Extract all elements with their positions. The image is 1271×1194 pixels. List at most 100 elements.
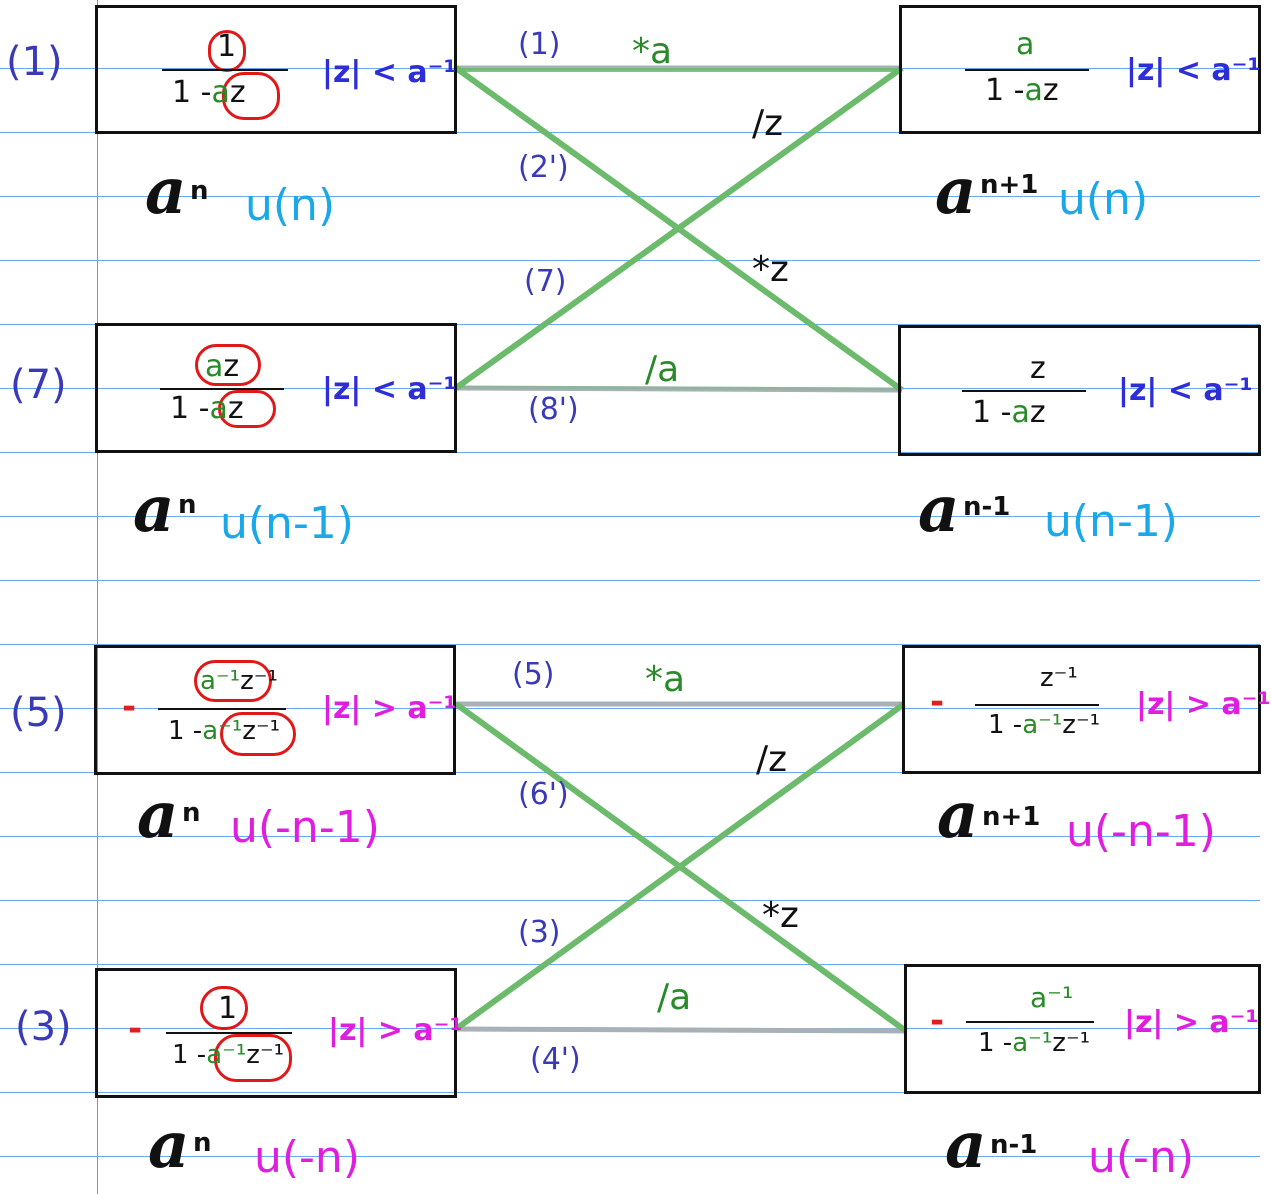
roc-label: |z| < a⁻¹ <box>322 372 457 407</box>
edge-label: (1) <box>518 27 561 62</box>
sequence-base: a <box>935 154 977 229</box>
step-function: u(n) <box>1058 174 1149 225</box>
ruled-line <box>0 1092 1260 1093</box>
denominator-prefix: 1 - <box>172 75 212 110</box>
edge-label: (7) <box>524 264 567 299</box>
step-function: u(n-1) <box>220 498 354 549</box>
denominator-z: z <box>229 75 246 110</box>
transform-box <box>899 5 1261 134</box>
step-function: u(-n) <box>254 1132 360 1183</box>
sequence-base: a <box>945 1108 987 1183</box>
equation-label: (3) <box>15 1004 72 1050</box>
denominator-a: a <box>1011 395 1030 430</box>
sequence-exponent: n-1 <box>990 1130 1038 1160</box>
equation-label: (5) <box>10 690 67 736</box>
sequence-base: a <box>918 472 960 547</box>
operation-label: *z <box>752 249 789 290</box>
ruled-line <box>0 644 1260 645</box>
sequence-exponent: n <box>178 490 197 520</box>
minus-sign: - <box>930 1001 945 1041</box>
denominator-prefix: 1 - <box>168 716 203 746</box>
minus-sign: - <box>128 1009 143 1049</box>
denominator-z: z⁻¹ <box>1062 710 1101 740</box>
edge-label: (3) <box>518 915 561 950</box>
fraction-bar <box>166 1032 292 1034</box>
highlight-ring <box>222 72 280 120</box>
denominator-prefix: 1 - <box>988 710 1023 740</box>
highlight-ring <box>194 660 272 702</box>
equation-label: (7) <box>10 362 67 408</box>
equation-label: (1) <box>6 39 63 85</box>
step-function: u(n-1) <box>1044 496 1178 547</box>
denominator-prefix: 1 - <box>985 73 1025 108</box>
denominator-a: a <box>209 391 228 426</box>
sequence-exponent: n+1 <box>980 170 1039 200</box>
fraction-bar <box>158 708 286 710</box>
fraction-bar <box>162 69 288 71</box>
transform-box <box>95 323 457 453</box>
denominator-prefix: 1 - <box>172 1040 207 1070</box>
fraction-bar <box>975 704 1099 706</box>
transform-box <box>898 325 1261 456</box>
operation-label: *z <box>762 895 799 936</box>
denominator-prefix: 1 - <box>972 395 1012 430</box>
ruled-line <box>0 452 1260 453</box>
numerator-a: a <box>205 349 224 384</box>
edge-bottom-diagonal-up <box>454 701 906 1032</box>
roc-label: |z| < a⁻¹ <box>1118 373 1253 408</box>
sequence-exponent: n+1 <box>982 802 1041 832</box>
edge-label: (2') <box>518 150 569 185</box>
sequence-exponent: n <box>190 176 209 206</box>
edge-bottom-horizontal-2 <box>455 1026 907 1034</box>
step-function: u(n) <box>245 180 336 231</box>
operation-label: /z <box>752 103 784 144</box>
denominator-z: z⁻¹ <box>242 716 281 746</box>
denominator-z: z⁻¹ <box>246 1040 285 1070</box>
fraction-bar <box>962 390 1086 392</box>
transform-box <box>904 964 1261 1094</box>
transform-box <box>94 645 456 775</box>
sequence-base: a <box>148 1108 190 1183</box>
numerator-z: z⁻¹ <box>240 666 278 696</box>
step-function: u(-n-1) <box>1066 806 1216 857</box>
highlight-ring <box>220 712 296 756</box>
sequence-base: a <box>133 472 175 547</box>
fraction-bar <box>966 1021 1094 1023</box>
sequence-exponent: n <box>193 1128 212 1158</box>
ruled-line <box>0 580 1260 581</box>
denominator-z: z⁻¹ <box>1052 1028 1091 1058</box>
denominator-z: z <box>1029 395 1046 430</box>
ruled-line <box>0 836 1260 837</box>
denominator-a: a <box>211 75 230 110</box>
step-function: u(-n-1) <box>230 802 380 853</box>
denominator-a: a⁻¹ <box>206 1040 247 1070</box>
numerator: z <box>1030 351 1046 386</box>
highlight-ring <box>214 1034 292 1082</box>
roc-label: |z| > a⁻¹ <box>1136 687 1271 722</box>
margin-line <box>97 0 98 1194</box>
transform-box <box>95 5 457 134</box>
edge-label: (5) <box>512 657 555 692</box>
ruled-line <box>0 324 1260 325</box>
roc-label: |z| < a⁻¹ <box>1126 53 1261 88</box>
ruled-line <box>0 516 1260 517</box>
denominator-a: a <box>1024 73 1043 108</box>
numerator: a⁻¹ <box>1030 981 1074 1014</box>
denominator-a: a⁻¹ <box>1022 710 1063 740</box>
ruled-line <box>0 708 1260 709</box>
numerator-z: z <box>223 349 240 384</box>
minus-sign: - <box>122 687 137 727</box>
sequence-base: a <box>937 778 979 853</box>
operation-label: *a <box>645 659 686 700</box>
sequence-exponent: n-1 <box>963 492 1011 522</box>
roc-label: |z| > a⁻¹ <box>322 691 457 726</box>
numerator: 1 <box>218 991 238 1026</box>
transform-box <box>902 645 1261 774</box>
operation-label: /a <box>657 977 692 1018</box>
transform-box <box>95 968 457 1098</box>
denominator-a: a⁻¹ <box>1012 1028 1053 1058</box>
edge-label: (8') <box>528 392 579 427</box>
edge-label: (6') <box>518 777 569 812</box>
